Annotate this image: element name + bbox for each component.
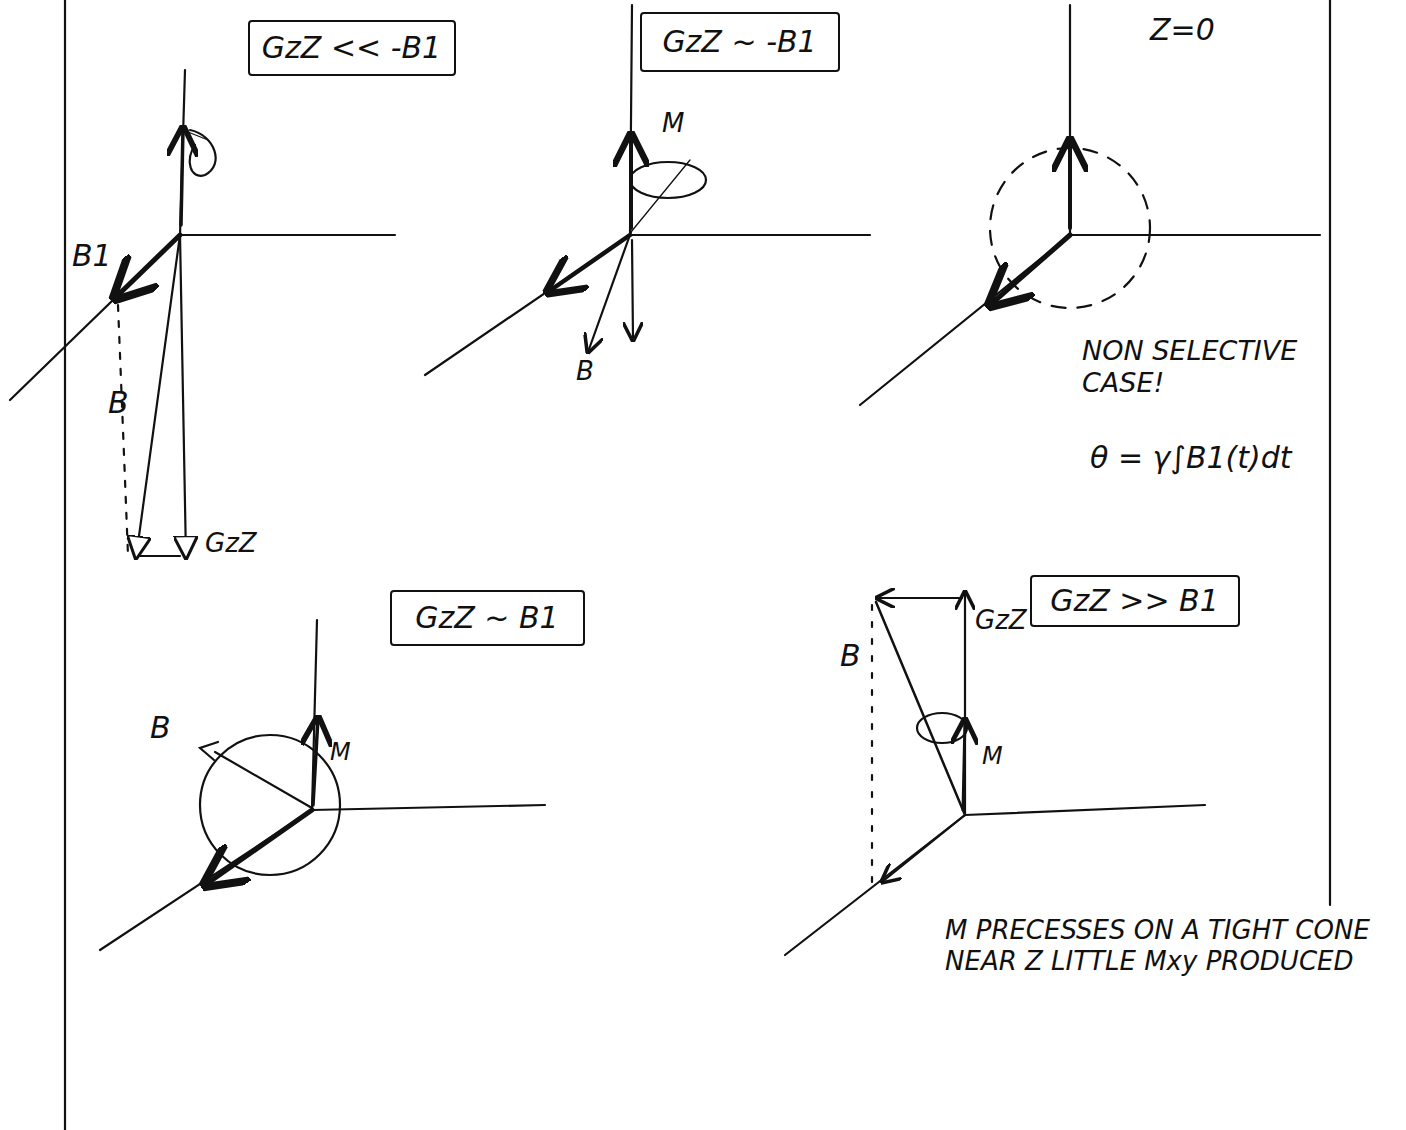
- vector-label: B: [108, 385, 129, 421]
- vector-label: M: [330, 738, 351, 767]
- condition-text: GzZ ~ -B1: [662, 24, 816, 59]
- vector-label: M: [662, 108, 684, 139]
- position-label: Z=0: [1150, 12, 1215, 48]
- condition-box: GzZ ~ -B1: [640, 12, 840, 72]
- condition-text: GzZ << -B1: [262, 30, 441, 65]
- formula-text: θ = γ∫B1(t)dt: [1090, 440, 1292, 476]
- note-text: M PRECESSES ON A TIGHT CONE NEAR Z LITTL…: [945, 915, 1385, 977]
- condition-box: GzZ ~ B1: [390, 590, 585, 646]
- condition-text: GzZ ~ B1: [415, 600, 558, 635]
- vector-label: B: [576, 356, 594, 387]
- gradient-label: GzZ: [975, 605, 1027, 636]
- condition-box: GzZ >> B1: [1030, 575, 1240, 627]
- condition-box: GzZ << -B1: [248, 20, 456, 76]
- vector-label: B: [150, 710, 171, 746]
- condition-text: GzZ >> B1: [1050, 583, 1219, 618]
- field-label: B1: [72, 238, 112, 274]
- gradient-label: GzZ: [205, 528, 257, 559]
- vector-label: B: [840, 638, 861, 674]
- vector-label: M: [982, 742, 1003, 771]
- note-text: NON SELECTIVE CASE!: [1082, 335, 1322, 400]
